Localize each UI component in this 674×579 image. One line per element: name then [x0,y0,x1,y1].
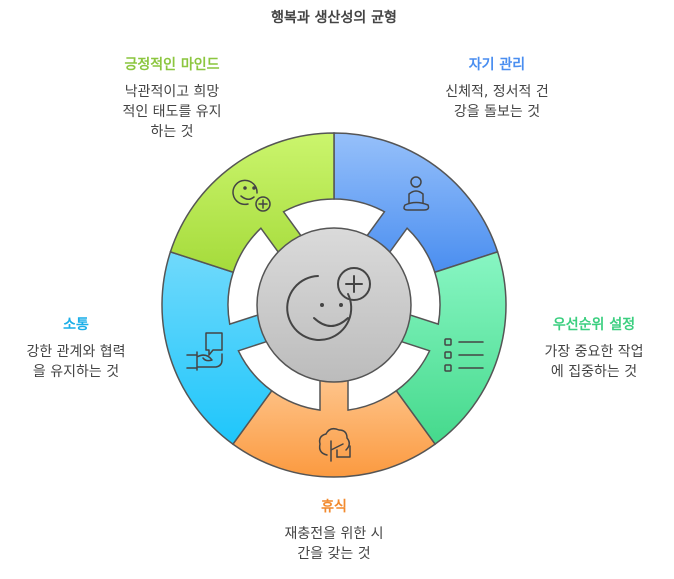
description-line: 강을 돌보는 것 [453,104,541,120]
description-line: 강한 관계와 협력 [26,344,126,360]
checklist-icon [444,338,484,372]
diagram-title: 행복과 생산성의 균형 [271,10,397,26]
description-line: 간을 갖는 것 [297,546,371,562]
description-line: 신체적, 정서적 건 [445,84,549,100]
smiley-plus-icon [286,267,371,341]
description-line: 에 집중하는 것 [550,364,638,380]
meditation-icon [403,176,430,211]
description-line: 하는 것 [150,124,194,140]
smiley-plus-icon [232,179,271,212]
description-line: 재충전을 위한 시 [284,526,384,542]
label-title-rest: 휴식 [321,499,347,515]
label-title-self-care: 자기 관리 [468,57,526,73]
tree-icon [318,427,351,462]
description-line: 을 유지하는 것 [32,364,120,380]
center-hub [256,227,412,383]
handshake-chat-icon [186,332,223,371]
description-line: 낙관적이고 희망 [124,84,220,100]
segment-positive-mindset [169,132,335,274]
label-title-prioritize: 우선순위 설정 [552,317,636,333]
description-line: 가장 중요한 작업 [544,344,644,360]
label-title-communication: 소통 [63,317,89,333]
label-title-positive-mindset: 긍정적인 마인드 [124,57,220,73]
description-line: 적인 태도를 유지 [122,104,222,120]
